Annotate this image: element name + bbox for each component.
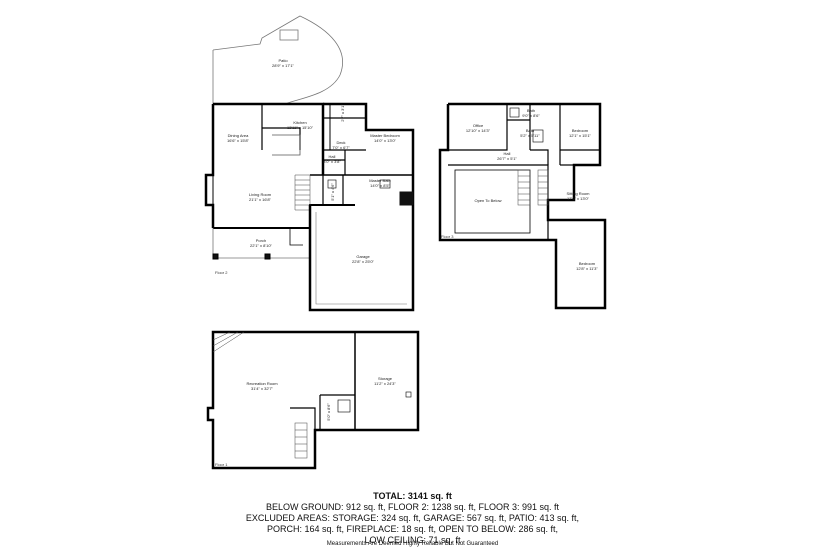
area-line-3: PORCH: 164 sq. ft, FIREPLACE: 18 sq. ft,…	[266, 524, 559, 534]
total-area: TOTAL: 3141 sq. ft	[373, 491, 452, 501]
porch-dims: 22'1" x 8'10"	[250, 243, 273, 248]
recreation-room-dims: 31'4" x 32'7"	[251, 386, 274, 391]
garage-label: Garage	[356, 254, 370, 259]
bedroom-bottom-dims: 12'8" x 11'3"	[576, 266, 598, 271]
open-to-below-label: Open To Below	[474, 198, 501, 203]
sitting-room-dims: 17'0" x 13'0"	[567, 196, 590, 201]
floor-1-plan	[206, 330, 420, 470]
floor-2-label: Floor 2	[215, 270, 228, 275]
dining-dims: 16'6" x 15'8"	[227, 138, 250, 143]
recreation-room-label: Recreation Room	[246, 381, 278, 386]
floor-3-plan	[438, 102, 607, 310]
deck-label: Deck	[336, 140, 345, 145]
sitting-room-label: Sitting Room	[567, 191, 591, 196]
floor-1-label: Floor 1	[215, 462, 228, 467]
garage-dims: 22'8" x 25'0"	[352, 259, 375, 264]
disclaimer: Measurements Are Deemed Highly Reliable …	[326, 541, 499, 547]
bedroom-right-label: Bedroom	[572, 128, 589, 133]
patio-label: Patio	[278, 58, 288, 63]
bath-top-label: Bath	[527, 108, 535, 113]
bath-top-dims: 9'0" x 8'6"	[522, 113, 540, 118]
porch-label: Porch	[256, 238, 266, 243]
hall-dims: 8'0" x 3'8"	[323, 159, 341, 164]
master-bath-dims: 14'0" x 8'5"	[370, 183, 390, 188]
deck-dims: 7'0" x 6'7"	[332, 145, 350, 150]
office-label: Office	[473, 123, 484, 128]
bedroom-right-dims: 12'1" x 15'1"	[569, 133, 592, 138]
floor-3-label: Floor 3	[441, 234, 454, 239]
kitchen-label: Kitchen	[293, 120, 306, 125]
hall-label: Hall	[329, 154, 336, 159]
floor-2-plan	[204, 15, 415, 312]
closet-dims: 5'1" x 4'6"	[330, 183, 335, 201]
living-room-dims: 21'1" x 16'8"	[249, 197, 272, 202]
hall-3-dims: 26'7" x 5'1"	[497, 156, 517, 161]
area-line-2: EXCLUDED AREAS: STORAGE: 324 sq. ft, GAR…	[245, 513, 580, 523]
hall-3-label: Hall	[504, 151, 511, 156]
patio-dims: 28'9" x 17'1"	[272, 63, 295, 68]
area-line-4: LOW CEILING: 71 sq. ft	[364, 535, 461, 545]
bath-mid-dims: 5'2" x 5'11"	[520, 133, 540, 138]
storage-dims: 11'2" x 24'3"	[374, 381, 396, 386]
master-bath-label: Master Bath	[369, 178, 391, 183]
master-bedroom-dims: 14'0" x 13'0"	[374, 138, 397, 143]
small-room-dims: 5'0" x 8'6"	[326, 403, 331, 421]
living-room-label: Living Room	[249, 192, 272, 197]
dining-label: Dining Area	[228, 133, 249, 138]
area-summary: TOTAL: 3141 sq. ft BELOW GROUND: 912 sq.…	[0, 491, 825, 546]
master-bedroom-label: Master Bedroom	[370, 133, 400, 138]
kitchen-dims: 13'11" x 15'10"	[287, 125, 314, 130]
bedroom-bottom-label: Bedroom	[579, 261, 596, 266]
storage-label: Storage	[378, 376, 393, 381]
office-dims: 12'10" x 14'3"	[466, 128, 491, 133]
area-line-1: BELOW GROUND: 912 sq. ft, FLOOR 2: 1238 …	[265, 502, 560, 512]
pantry-dims: 2'7" x 3'1"	[340, 104, 345, 122]
bath-mid-label: Bath	[526, 128, 534, 133]
